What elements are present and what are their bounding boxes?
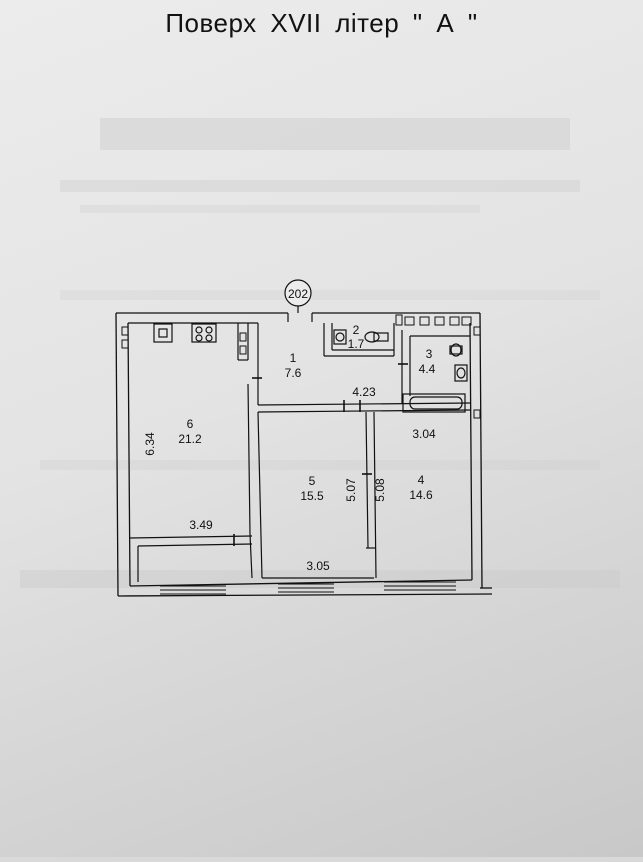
- room-5-walls: [257, 411, 374, 579]
- room-4-walls: [366, 411, 377, 579]
- room-area: 1.7: [348, 337, 365, 351]
- room-2-walls: [331, 323, 395, 356]
- washbasin-icon: [333, 329, 347, 345]
- room-number: 2: [353, 323, 360, 337]
- room-number: 6: [187, 417, 194, 431]
- room-area: 14.6: [409, 488, 433, 502]
- room-area: 4.4: [419, 362, 436, 376]
- dimension-label: 5.07: [344, 478, 358, 502]
- outer-walls: [115, 312, 493, 597]
- windows: [160, 581, 456, 595]
- plan-number-marker: [284, 279, 313, 322]
- stove-icon: [191, 323, 217, 343]
- bleed-heading: [100, 118, 570, 150]
- bathtub-icon: [402, 393, 466, 413]
- page-title: Поверх XVII літер " А ": [165, 8, 478, 38]
- bleed-line: [80, 205, 480, 213]
- room-area: 7.6: [285, 366, 302, 380]
- dimension-label: 3.49: [189, 518, 213, 532]
- room-6-walls: [129, 323, 259, 582]
- toilet-icon: [449, 343, 463, 357]
- dimension-label: 3.05: [306, 559, 330, 573]
- dimension-label: 5.08: [373, 478, 387, 502]
- dimension-label: 3.04: [412, 427, 436, 441]
- bleed-line: [60, 290, 600, 300]
- bleed-line: [60, 180, 580, 192]
- room-number: 5: [309, 474, 316, 488]
- room-3-walls: [401, 330, 470, 403]
- bleed-line: [20, 570, 620, 588]
- toilet-icon: [364, 331, 389, 343]
- door-marks: [233, 363, 408, 546]
- room-number: 3: [426, 347, 433, 361]
- room-number: 1: [290, 351, 297, 365]
- sink-icon: [153, 323, 173, 343]
- room-area: 15.5: [300, 489, 324, 503]
- washbasin-icon: [454, 364, 468, 382]
- dimension-label: 4.23: [352, 385, 376, 399]
- dimension-label: 6.34: [143, 432, 157, 456]
- room-area: 21.2: [178, 432, 202, 446]
- room-1-walls: [257, 323, 471, 413]
- room-number: 4: [418, 473, 425, 487]
- wall-piers: [121, 314, 481, 419]
- bleed-line: [40, 460, 600, 470]
- plan-number-label: 202: [288, 287, 308, 301]
